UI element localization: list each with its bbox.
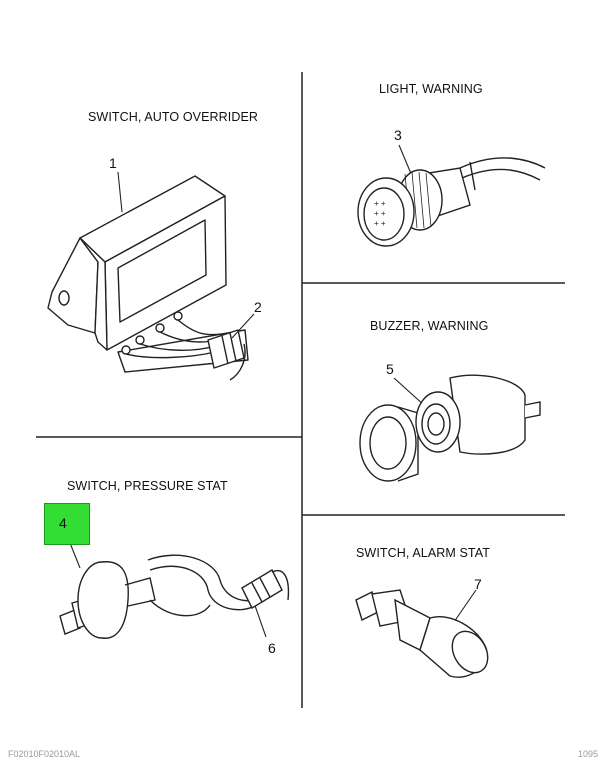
auto-overrider-drawing [47,175,249,381]
highlight-callout-4[interactable]: 4 [44,503,90,545]
callout-5: 5 [386,361,394,377]
callout-1: 1 [109,155,117,171]
alarm-stat-title: SWITCH, ALARM STAT [356,546,490,560]
pressure-stat-drawing [59,554,290,639]
buzzer-drawing [359,374,541,482]
callout-2: 2 [254,299,262,315]
callout-4: 4 [59,515,67,531]
callout-6: 6 [268,640,276,656]
leader-lines [67,144,477,638]
svg-text:+ +: + + [374,209,386,218]
footer-code: F02010F02010AL [8,749,81,759]
pressure-stat-title: SWITCH, PRESSURE STAT [67,479,228,493]
divider-lines [36,72,565,708]
callout-7: 7 [474,576,482,592]
callout-3: 3 [394,127,402,143]
footer-page: 1095 [578,749,599,759]
alarm-stat-drawing [355,589,489,678]
auto-overrider-title: SWITCH, AUTO OVERRIDER [88,110,259,124]
warning-light-drawing: + + + + + + [357,157,546,247]
warning-buzzer-title: BUZZER, WARNING [370,319,489,333]
svg-text:+ +: + + [374,199,386,208]
warning-light-title: LIGHT, WARNING [379,82,483,96]
svg-text:+ +: + + [374,219,386,228]
